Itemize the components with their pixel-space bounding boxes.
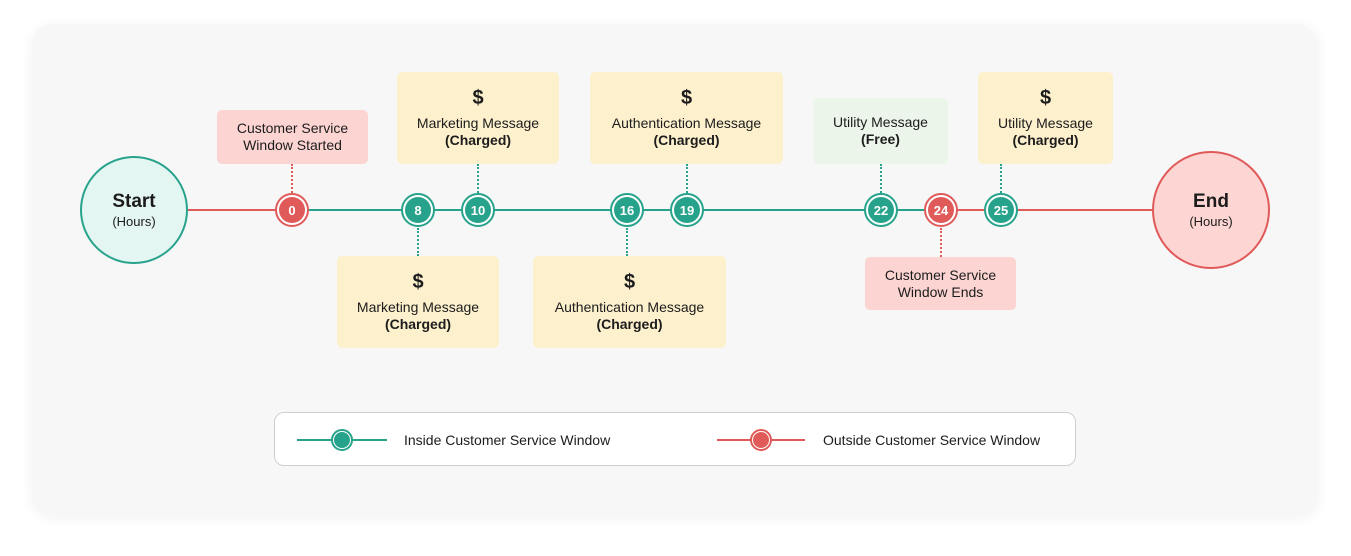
cs-started-line1: Customer Service [236,120,349,136]
dollar-icon: $ [680,87,693,109]
node-label: 25 [988,197,1014,223]
cs-window-started-box: Customer Service Window Started [217,110,368,164]
node-label: 10 [465,197,491,223]
end-title: End [1193,190,1229,212]
timeline-node-24: 24 [924,193,958,227]
utility-message-free-box: Utility Message (Free) [813,98,948,164]
node-label: 8 [405,197,431,223]
node-label: 22 [868,197,894,223]
timeline-node-8: 8 [401,193,435,227]
utility-message-charged-box: $ Utility Message (Charged) [978,72,1113,164]
start-circle: Start (Hours) [80,156,188,264]
message-label: Utility Message [998,115,1093,131]
timeline-segment-outside-start [188,209,292,211]
connector-10 [477,164,479,193]
connector-0 [291,164,293,193]
message-status: (Charged) [653,132,720,148]
connector-19 [686,164,688,193]
connector-25 [1000,164,1002,193]
end-circle: End (Hours) [1152,151,1270,269]
message-status: (Charged) [384,316,452,332]
timeline-segment-outside-mid [941,209,1001,211]
legend-outside-label: Outside Customer Service Window [823,432,1041,448]
timeline-segment-outside-end [1001,209,1153,211]
end-subtitle: (Hours) [1189,213,1233,229]
connector-16 [626,228,628,256]
start-title: Start [112,190,156,212]
message-label: Authentication Message [554,299,705,315]
legend-inside-marker [331,429,353,451]
start-subtitle: (Hours) [112,213,156,229]
connector-24 [940,228,942,257]
cs-ends-line1: Customer Service [884,266,997,283]
message-status: (Charged) [1012,132,1079,148]
authentication-message-bottom-box: $ Authentication Message (Charged) [533,256,726,348]
marketing-message-bottom-box: $ Marketing Message (Charged) [337,256,499,348]
message-label: Marketing Message [356,299,480,315]
dollar-icon: $ [472,87,484,109]
message-label: Marketing Message [416,115,540,131]
legend-inside-label: Inside Customer Service Window [404,432,611,448]
marketing-message-top-box: $ Marketing Message (Charged) [397,72,559,164]
cs-window-ends-box: Customer Service Window Ends [865,257,1016,310]
timeline-node-10: 10 [461,193,495,227]
legend-outside-marker [750,429,772,451]
connector-22 [880,164,882,193]
connector-8 [417,228,419,256]
node-label: 16 [614,197,640,223]
dollar-icon: $ [412,271,424,293]
message-status: (Free) [861,131,900,147]
timeline-node-0: 0 [275,193,309,227]
cs-ends-line2: Window Ends [897,283,984,300]
message-label: Authentication Message [611,115,762,131]
cs-started-line2: Window Started [243,137,342,153]
timeline-node-22: 22 [864,193,898,227]
timeline-node-25: 25 [984,193,1018,227]
node-label: 0 [279,197,305,223]
timeline-node-16: 16 [610,193,644,227]
message-status: (Charged) [596,316,663,332]
message-status: (Charged) [444,132,512,148]
legend: Inside Customer Service Window Outside C… [274,412,1076,466]
message-label: Utility Message [833,114,928,130]
node-label: 24 [928,197,954,223]
dollar-icon: $ [623,271,636,293]
node-label: 19 [674,197,700,223]
dollar-icon: $ [1039,87,1052,109]
authentication-message-top-box: $ Authentication Message (Charged) [590,72,783,164]
timeline-node-19: 19 [670,193,704,227]
